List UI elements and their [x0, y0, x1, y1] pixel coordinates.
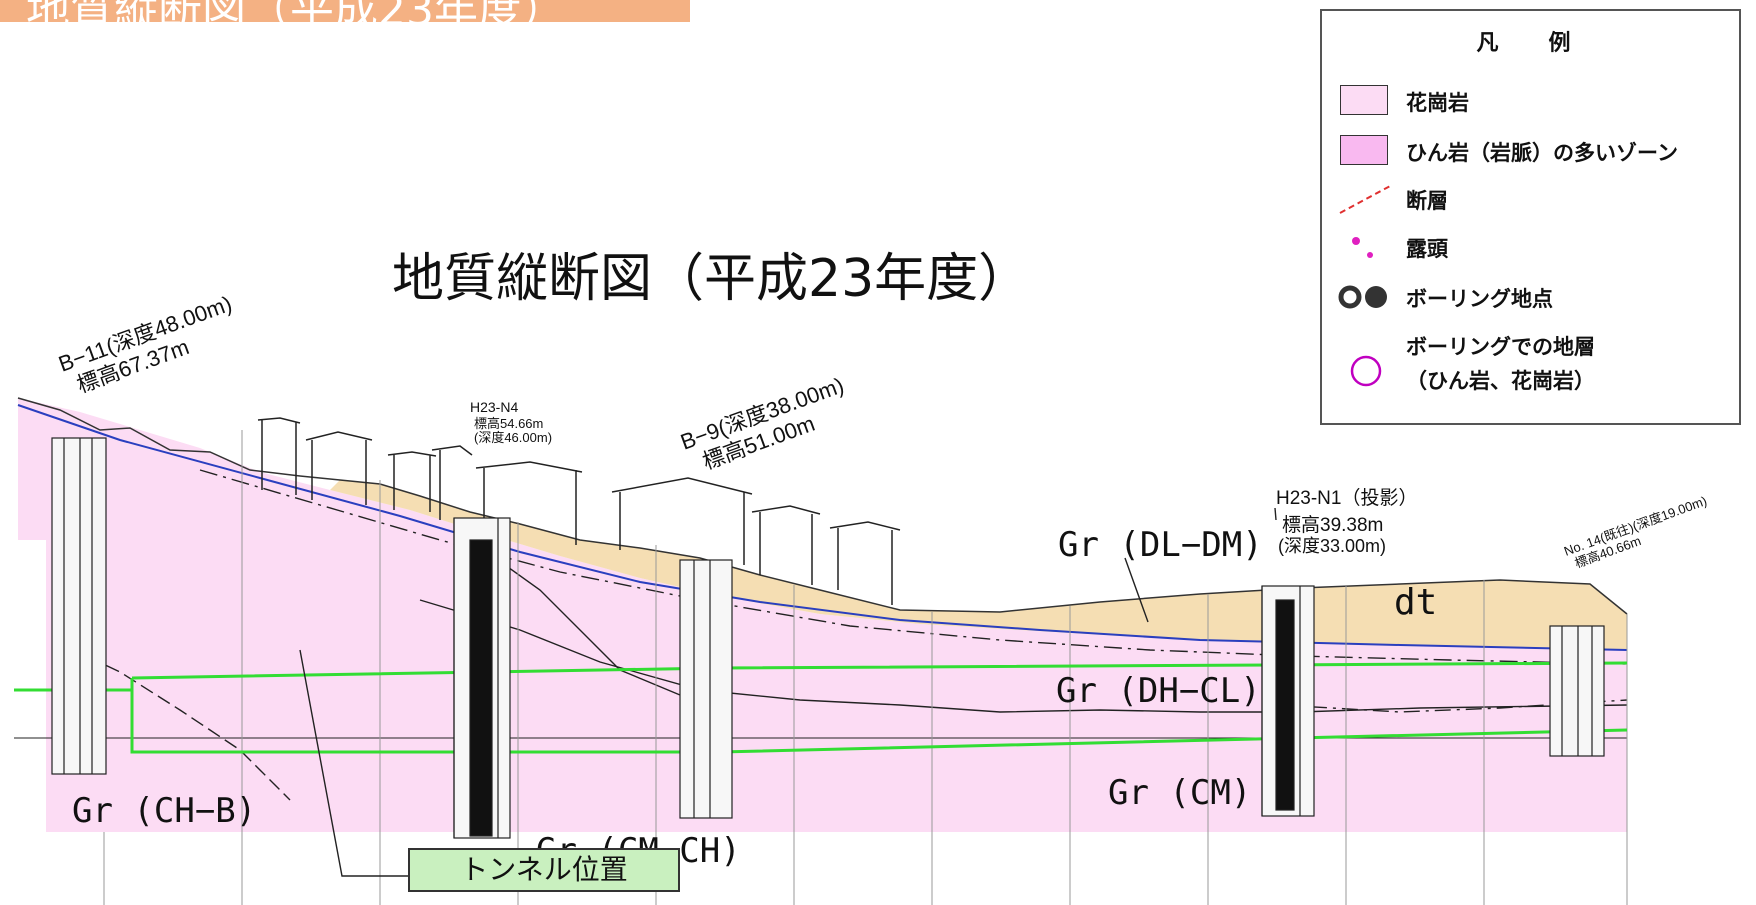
h23n4-name: H23-N4	[470, 399, 518, 415]
boundary-dh-cm	[419, 599, 1628, 713]
legend-label-fault: 断層	[1406, 189, 1448, 213]
legend-label-boring-layer-2: （ひん岩、花崗岩）	[1406, 369, 1595, 393]
borehole-no14-label: No. 14(既往)(深度19.00m) 標高40.66m	[1562, 493, 1709, 571]
legend-label-porphyrite: ひん岩（岩脈）の多いゾーン	[1406, 141, 1678, 165]
leader-lines	[299, 507, 1277, 877]
boring-layer-circle-icon	[1350, 355, 1382, 387]
outcrop-dots-icon	[1352, 237, 1373, 258]
tunnel-position-label: トンネル位置	[408, 848, 680, 892]
borehole-columns	[51, 437, 1605, 839]
h23n4-elevation: 標高54.66m	[474, 416, 543, 431]
h23n1-name: H23-N1（投影）	[1276, 487, 1417, 509]
grid-lines	[103, 430, 1628, 905]
borehole-h23n1-label: H23-N1（投影） 標高39.38m (深度33.00m)	[1276, 487, 1417, 556]
zone-label-dh-cl: Gr (DH−CL)	[1056, 671, 1261, 711]
zone-label-dl-dm: Gr (DL−DM)	[1058, 525, 1263, 565]
boring-point-icon	[1338, 285, 1387, 309]
header-banner: 地質縦断図（平成23年度）	[0, 0, 690, 22]
borehole-h23n4-label: H23-N4 標高54.66m (深度46.00m)	[470, 399, 552, 445]
buildings	[257, 417, 901, 605]
h23n1-elevation: 標高39.38m	[1282, 514, 1383, 536]
zone-label-cm: Gr (CM)	[1108, 773, 1251, 813]
granite-swatch	[1340, 85, 1388, 115]
porphyrite-swatch	[1340, 135, 1388, 165]
granite-body	[18, 398, 1627, 832]
boundary-dl-dh	[199, 469, 1628, 665]
legend-panel: 凡 例 花崗岩 ひん岩（岩脈）の多いゾーン 断層 露頭 ボーリング地点 ボーリン…	[1320, 9, 1741, 425]
h23n1-depth: (深度33.00m)	[1278, 536, 1386, 556]
fault-line-icon	[1339, 184, 1393, 214]
legend-title: 凡 例	[1476, 31, 1585, 56]
zone-label-ch-b: Gr (CH−B)	[72, 791, 256, 831]
borehole-b11-label: B−11(深度48.00m) 標高67.37m	[55, 291, 235, 398]
legend-label-boring-layer-1: ボーリングでの地層	[1406, 335, 1595, 359]
boundary-cm-ch	[469, 539, 681, 696]
h23n4-depth: (深度46.00m)	[474, 430, 552, 445]
banner-title: 地質縦断図（平成23年度）	[26, 0, 566, 22]
zone-label-dt: dt	[1394, 582, 1437, 623]
legend-label-granite: 花崗岩	[1406, 91, 1469, 115]
diagram-title: 地質縦断図（平成23年度）	[392, 249, 1031, 309]
legend-label-outcrop: 露頭	[1406, 237, 1448, 261]
legend-label-boring: ボーリング地点	[1406, 287, 1553, 311]
borehole-b9-label: B−9(深度38.00m) 標高51.00m	[677, 372, 847, 474]
